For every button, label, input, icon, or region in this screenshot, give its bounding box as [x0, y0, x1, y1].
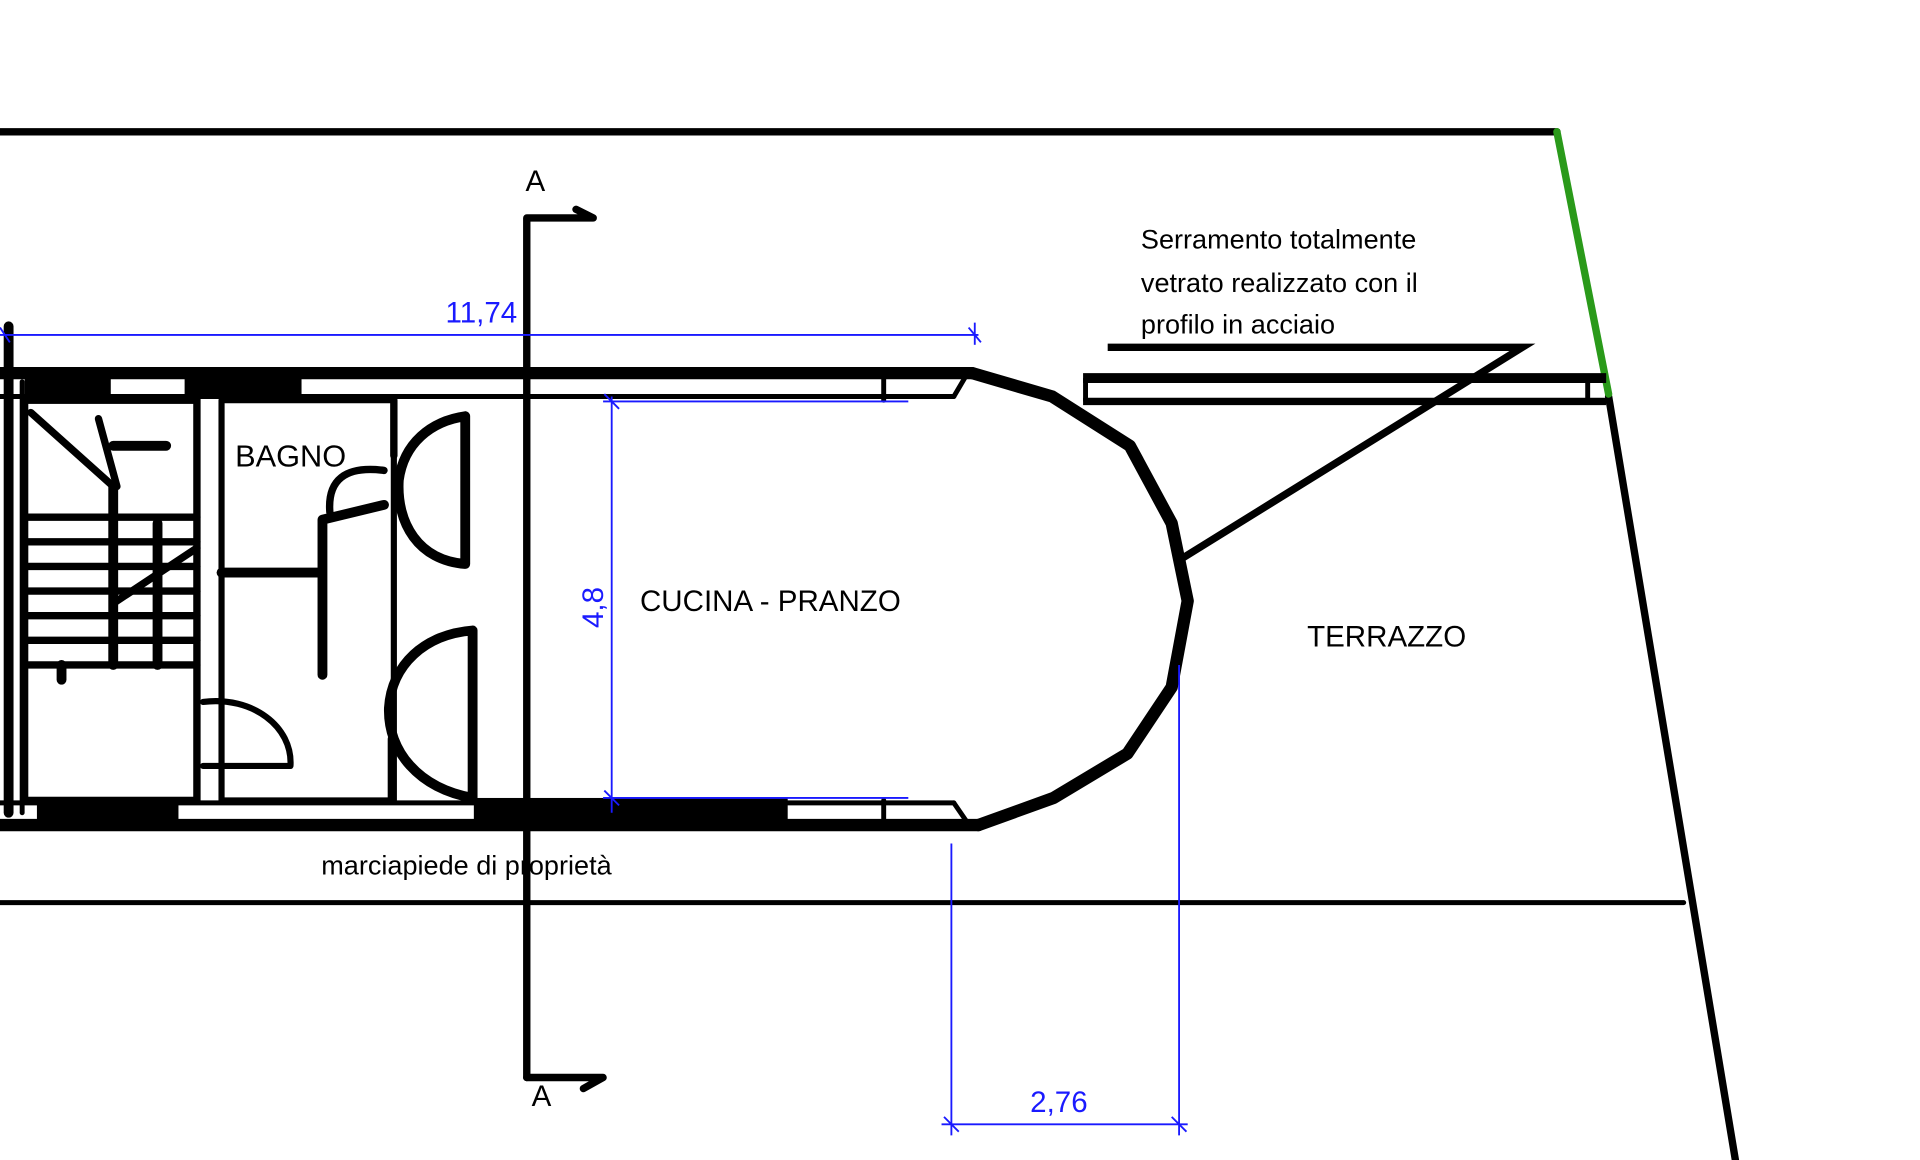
rounded-wall-outer: [966, 366, 1194, 832]
dimension-lines: [0, 322, 1188, 1136]
section-mark-top: A: [526, 165, 546, 198]
lower-door-swing: [383, 625, 478, 803]
stair-arrow: [94, 414, 121, 491]
bathroom-partition-2: [317, 499, 389, 680]
bathroom-outline: [218, 397, 397, 804]
note-line-2: vetrato realizzato con il: [1141, 267, 1418, 298]
section-cut-bottom-arrow: [523, 1073, 607, 1093]
bathroom-door-swing: [326, 465, 388, 516]
boundary-green-edge: [1553, 128, 1613, 398]
upper-door-swing: [393, 411, 471, 569]
dim-tick: [603, 393, 620, 410]
note-line-3: profilo in acciaio: [1141, 309, 1335, 340]
rounded-wall-inner-2: [951, 800, 970, 826]
dim-width-label: 4,8: [577, 587, 610, 628]
stair-outline: [20, 396, 201, 805]
section-line-a: [523, 205, 607, 1093]
section-cut-top-arrow: [523, 205, 597, 374]
sidewalk-label: marciapiede di proprietà: [321, 849, 612, 880]
bathroom: [200, 397, 397, 804]
wall-segment: [24, 373, 111, 398]
rounded-wall-inner: [951, 373, 969, 399]
room-label-bagno: BAGNO: [235, 439, 346, 474]
note-leader: [1107, 343, 1536, 564]
wall-segment: [473, 797, 788, 826]
terrace-right-edge: [1604, 392, 1740, 1160]
dim-tick: [0, 327, 11, 343]
closet-door-swing: [200, 698, 294, 770]
room-label-cucina: CUCINA - PRANZO: [640, 585, 901, 618]
dim-depth-label: 2,76: [1030, 1086, 1087, 1119]
section-mark-bottom: A: [532, 1080, 552, 1113]
dim-tick: [943, 1116, 960, 1133]
dim-tick: [1171, 1116, 1188, 1133]
dim-tick: [603, 789, 620, 807]
site-boundary: [0, 128, 1740, 1160]
wall-segment: [184, 373, 302, 398]
kitchen-doors: [383, 373, 887, 826]
room-label-terrazzo: TERRAZZO: [1307, 620, 1466, 653]
stair-arrow: [27, 408, 117, 491]
glazed-frame: [1083, 373, 1607, 406]
note-line-1: Serramento totalmente: [1141, 224, 1416, 255]
dim-length-label: 11,74: [446, 297, 518, 330]
staircase: [20, 396, 201, 805]
